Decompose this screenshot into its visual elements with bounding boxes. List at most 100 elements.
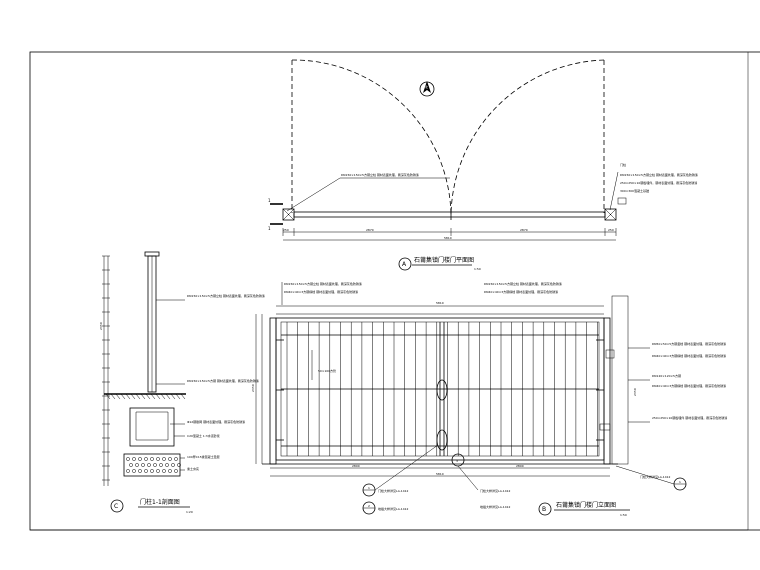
svg-text:1: 1 <box>679 480 681 484</box>
plan-total-dim: 5810 <box>444 236 452 240</box>
callout-leader <box>609 171 619 211</box>
hatch-stroke <box>110 393 116 400</box>
elev-scale: 1:50 <box>620 513 627 517</box>
section-scale: 1:20 <box>186 510 193 514</box>
section-gravel <box>123 453 181 477</box>
left-leaf-swing-arc <box>291 59 452 216</box>
elev-right-note: 门栓大样详见LA-1412 <box>640 474 671 479</box>
plan-dim: 250 <box>608 228 614 232</box>
detail-note-3: 门栓大样详见LA-1412 <box>480 488 511 493</box>
detail-note-4: 地插大样详见LA-1412 <box>480 504 511 509</box>
gravel-stone <box>171 463 175 467</box>
gravel-stone <box>138 469 142 473</box>
hatch-stroke <box>180 393 186 400</box>
section-cut-label: 1 <box>268 198 271 203</box>
plan-dim: 250 <box>283 228 289 232</box>
elev-title-marker <box>538 502 552 516</box>
gravel-stone <box>132 457 136 461</box>
plan-callout-right-1: 门柱 <box>620 162 626 167</box>
gravel-stone <box>168 457 172 461</box>
gravel-stone <box>144 469 148 473</box>
elev-bottom-dim: 2800 <box>516 464 524 468</box>
elev-callout-top-2: DN150×150×5方钢立柱 钢材表面处理，刷深灰色防锈漆 <box>484 281 562 286</box>
plan-view: 1 1 北 DN150×150×5方钢立柱 钢材表面处理，刷深灰色防锈漆 门柱 … <box>268 59 698 271</box>
section-callout-1: DN150×150×5方钢立柱 钢材表面处理，刷深灰色防锈漆 <box>187 293 265 298</box>
section-view: 2350 DN150×150×5方钢立柱 钢材表面处理，刷深灰色防锈漆 DN15… <box>99 251 265 514</box>
detail-ref-4: 1 <box>615 465 687 491</box>
detail-ref-1: 1 门栓大样详见LA-1412 <box>362 444 439 497</box>
gate-pickets <box>286 322 598 456</box>
detail-note-2: 地插大样详见LA-1412 <box>378 506 409 511</box>
section-cut-label: 1 <box>268 226 271 231</box>
plan-callout-right-4: 300×300混凝土基础 <box>620 188 649 193</box>
section-callout-2: DN150×150×5方钢 钢材表面处理，刷深灰色防锈漆 <box>187 378 259 383</box>
plan-marker-letter: A <box>402 261 407 268</box>
left-post <box>282 208 295 221</box>
wall-bracket <box>605 349 615 359</box>
detail-note-1: 门栓大样详见LA-1412 <box>378 488 409 493</box>
gravel-stone <box>147 463 151 467</box>
panel-label: 50×100方管 <box>318 368 336 373</box>
section-footing <box>129 407 175 447</box>
gravel-stone <box>159 463 163 467</box>
gravel-stone <box>150 469 154 473</box>
hatch-stroke <box>135 393 141 400</box>
gravel-stone <box>156 457 160 461</box>
section-ticks <box>102 255 110 481</box>
right-leaf-swing-arc <box>450 59 605 216</box>
hatch-stroke <box>175 393 181 400</box>
gravel-stone <box>129 463 133 467</box>
hatch-stroke <box>115 393 121 400</box>
gravel-stone <box>174 469 178 473</box>
gate-track <box>293 211 606 218</box>
right-gate-post <box>603 317 611 465</box>
section-title-marker <box>110 499 124 513</box>
gravel-stone <box>162 469 166 473</box>
section-title: 门柱1-1剖面图 <box>140 498 180 506</box>
gravel-stone <box>132 469 136 473</box>
plan-dim: 2870 <box>366 228 374 232</box>
gravel-stone <box>177 463 181 467</box>
section-callout-3: Φ12钢筋网 钢材表面处理，刷深灰色防锈漆 <box>187 419 245 424</box>
plan-title-marker <box>398 257 412 271</box>
hatch-stroke <box>150 393 156 400</box>
plan-title: 石莆集镇门楼门平面图 <box>414 256 474 264</box>
hatch-stroke <box>125 393 131 400</box>
wall-bracket <box>599 423 611 431</box>
gravel-stone <box>126 457 130 461</box>
callout-leader <box>286 177 341 212</box>
sheet-border <box>29 51 760 531</box>
right-post <box>604 208 617 221</box>
gravel-stone <box>126 469 130 473</box>
section-callout-6: 素土夯实 <box>187 466 199 471</box>
gravel-stone <box>150 457 154 461</box>
gravel-stone <box>153 463 157 467</box>
gravel-stone <box>141 463 145 467</box>
elevation-view: DN150×150×5方钢立柱 钢材表面处理，刷深灰色防锈漆 DN150×150… <box>251 281 727 517</box>
elev-callout-right-4: DN40×40×3方钢横档 钢材表面处理，刷深灰色防锈漆 <box>652 383 726 388</box>
elev-callout-right-3: DN120×120×5方钢 <box>652 373 681 378</box>
elev-bottom-dim: 2800 <box>352 464 360 468</box>
hatch-stroke <box>155 393 161 400</box>
svg-text:2: 2 <box>368 504 370 508</box>
gravel-stone <box>168 469 172 473</box>
plan-scale: 1:50 <box>474 267 481 271</box>
gravel-stone <box>135 463 139 467</box>
hatch-stroke <box>120 393 126 400</box>
ground-hatch <box>105 393 186 400</box>
hatch-stroke <box>105 393 111 400</box>
elev-callout-right-2: DN40×40×3方钢横档 钢材表面处理，刷深灰色防锈漆 <box>652 353 726 358</box>
elev-bottom-total: 5810 <box>436 472 444 476</box>
right-wall <box>611 295 629 465</box>
elev-callout-right-5: 250×250×10钢板埋件 钢材表面处理，刷深灰色防锈漆 <box>652 415 727 420</box>
elev-left-dims <box>255 314 263 464</box>
plan-dim: 2870 <box>520 228 528 232</box>
elev-title: 石莆集镇门楼门立面图 <box>556 501 616 509</box>
elev-callout-top-3: DN40×40×3方钢横档 钢材表面处理，刷深灰色防锈漆 <box>284 289 358 294</box>
hatch-stroke <box>165 393 171 400</box>
gravel-pattern <box>126 457 181 473</box>
gravel-stone <box>144 457 148 461</box>
detail-ref-3: 3 门栓大样详见LA-1412 地插大样详见LA-1412 <box>451 453 511 509</box>
detail-ref-2: 2 地插大样详见LA-1412 <box>362 501 409 515</box>
